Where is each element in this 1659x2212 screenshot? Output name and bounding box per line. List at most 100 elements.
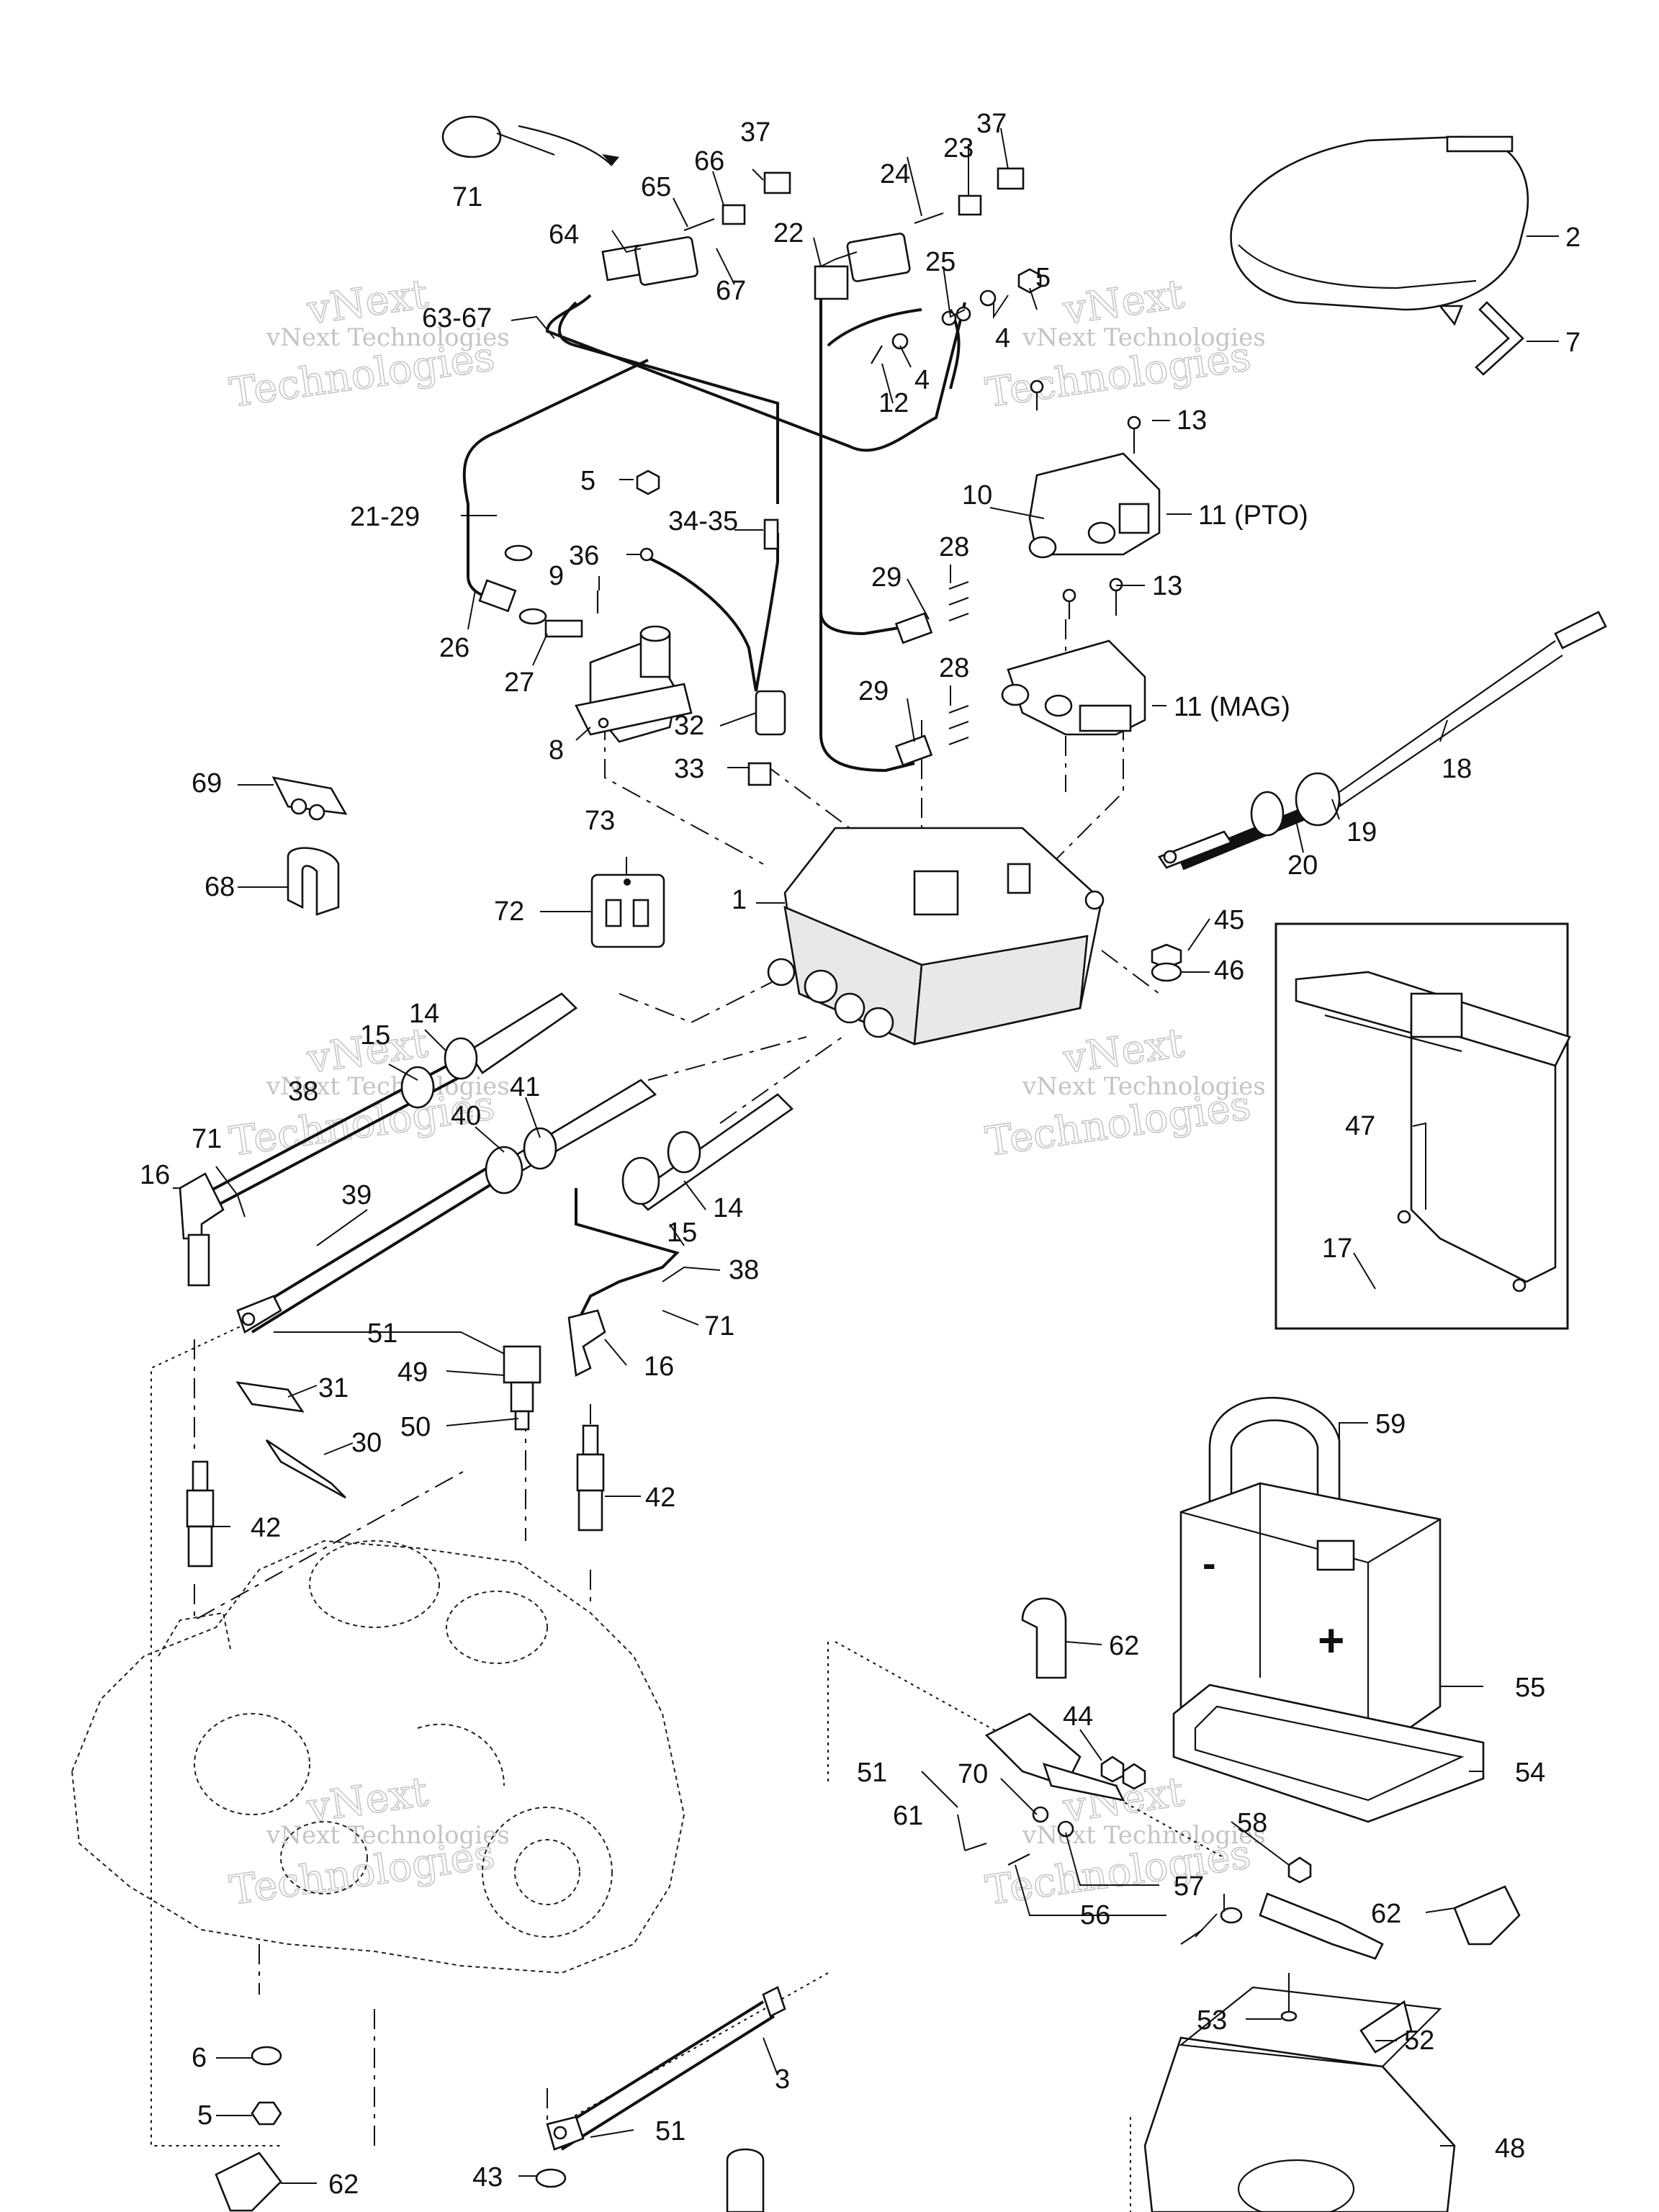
- part-label-15b: 15: [667, 1218, 697, 1248]
- part-label-54: 54: [1515, 1758, 1545, 1788]
- nut-44b: [1122, 1763, 1146, 1790]
- coil-cap-11-mag: [1001, 639, 1146, 736]
- part-label-6: 6: [192, 2043, 207, 2073]
- part-label-59: 59: [1375, 1409, 1406, 1439]
- part-label-5b: 5: [580, 466, 595, 496]
- part-label-14a: 14: [409, 999, 439, 1029]
- fuse-holder-72: [590, 873, 665, 948]
- connector-29b: [894, 734, 933, 767]
- boot-62d: [726, 2148, 765, 2212]
- part-label-55: 55: [1515, 1673, 1545, 1703]
- boot-62c: [215, 2152, 282, 2212]
- part-label-46: 46: [1214, 956, 1244, 986]
- part-label-27: 27: [504, 667, 534, 698]
- part-label-71a: 71: [452, 182, 482, 212]
- plug-66: [721, 204, 746, 225]
- part-label-47: 47: [1345, 1111, 1375, 1141]
- part-label-42b: 42: [645, 1483, 675, 1513]
- part-label-38a: 38: [288, 1076, 318, 1107]
- washer-6: [251, 2046, 282, 2066]
- part-label-73: 73: [585, 806, 615, 836]
- boot-62a: [1021, 1597, 1067, 1679]
- inset-frame: [1274, 922, 1569, 1330]
- nut-5a: [1017, 268, 1042, 294]
- nut-58: [1287, 1856, 1312, 1884]
- washer-57b: [1220, 1907, 1243, 1924]
- part-label-34-35: 34-35: [668, 506, 738, 536]
- seal-37a: [763, 171, 791, 194]
- nut-5c: [251, 2101, 282, 2126]
- part-label-65: 65: [641, 172, 671, 202]
- part-label-3: 3: [775, 2064, 790, 2095]
- plug-23: [958, 194, 982, 216]
- part-label-41: 41: [510, 1072, 540, 1102]
- washer-70: [1032, 1806, 1049, 1823]
- solenoid-8: [575, 469, 693, 743]
- part-label-61: 61: [893, 1801, 923, 1831]
- part-label-56: 56: [1080, 1900, 1110, 1930]
- part-label-9: 9: [549, 561, 564, 591]
- seal-26b: [518, 608, 547, 625]
- part-label-5a: 5: [1035, 263, 1051, 293]
- washer-25b: [956, 306, 971, 322]
- electronic-module-1: [767, 827, 1182, 1046]
- part-label-66: 66: [694, 146, 724, 176]
- part-label-42a: 42: [251, 1513, 281, 1543]
- mounting-bracket: [1295, 971, 1571, 1292]
- wiring-harness: [462, 288, 966, 773]
- part-label-39: 39: [341, 1180, 372, 1210]
- bracket-31: [235, 1381, 305, 1413]
- part-label-51b: 51: [857, 1758, 887, 1788]
- washer-43: [535, 2168, 567, 2188]
- washer-25a: [941, 310, 957, 326]
- terminal-assembly: [964, 1712, 1384, 1960]
- part-label-53: 53: [1197, 2005, 1227, 2036]
- ground-cable-3: [546, 1986, 786, 2151]
- part-label-50: 50: [400, 1412, 431, 1442]
- connector-32: [755, 690, 786, 736]
- part-label-23: 23: [943, 133, 974, 163]
- part-label-16a: 16: [140, 1160, 170, 1190]
- part-label-11pto: 11 (PTO): [1198, 500, 1308, 531]
- part-label-70: 70: [958, 1759, 988, 1789]
- part-label-26: 26: [439, 633, 469, 663]
- boot-62b: [1453, 1885, 1521, 1946]
- battery-tray-54: [1172, 1683, 1485, 1823]
- part-label-28b: 28: [939, 653, 969, 683]
- leader-lines: [173, 127, 1559, 2184]
- part-label-62c: 62: [328, 2170, 359, 2200]
- spark-plug-cable-39: [236, 1079, 657, 1334]
- terminals-28a: [948, 580, 969, 622]
- harness-connectors: [478, 167, 1042, 786]
- part-label-18: 18: [1442, 754, 1472, 784]
- part-label-21-29: 21-29: [350, 502, 420, 532]
- spark-plug-42a: [186, 1460, 215, 1568]
- part-label-62b: 62: [1371, 1899, 1401, 1929]
- seal-37b: [997, 167, 1025, 190]
- temperature-sensor-49: [503, 1345, 541, 1431]
- part-label-15a: 15: [360, 1020, 390, 1051]
- minus-symbol: -: [1202, 1540, 1216, 1586]
- terminals-28b: [948, 704, 969, 746]
- connector-housing-22: [846, 233, 911, 282]
- part-label-33: 33: [674, 754, 704, 784]
- part-label-22: 22: [773, 218, 804, 248]
- connector-housing-64: [634, 236, 698, 286]
- part-label-10: 10: [962, 480, 992, 511]
- plus-symbol: +: [1318, 1614, 1344, 1666]
- part-label-19: 19: [1346, 817, 1377, 848]
- part-label-2: 2: [1565, 222, 1581, 253]
- spark-plug-42b: [576, 1424, 605, 1532]
- part-label-69: 69: [192, 768, 222, 799]
- pin-65: [683, 217, 715, 232]
- nut-5b: [636, 469, 660, 495]
- part-label-38b: 38: [729, 1255, 759, 1285]
- connector-29a: [894, 612, 933, 644]
- part-label-40: 40: [451, 1101, 481, 1131]
- part-label-29a: 29: [871, 562, 902, 593]
- part-label-13b: 13: [1152, 571, 1182, 601]
- part-label-30: 30: [351, 1428, 382, 1458]
- part-label-71b: 71: [192, 1124, 222, 1154]
- watermark-text: vNext Technologies: [266, 323, 510, 352]
- seal-26a: [504, 544, 533, 562]
